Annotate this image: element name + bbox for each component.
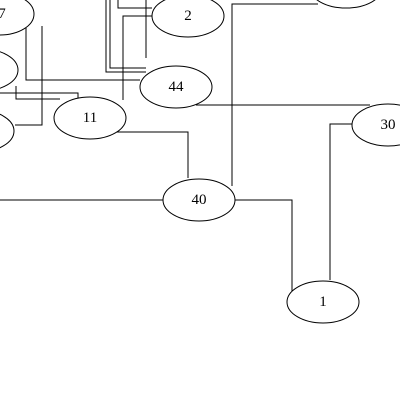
edge-left-to-11-b — [15, 86, 60, 100]
graph-node-1[interactable]: 1 — [286, 280, 360, 324]
graph-node-top[interactable] — [310, 0, 382, 9]
node-ellipse — [316, 0, 376, 9]
graph-node-7[interactable]: 7 — [0, 0, 35, 36]
edges — [0, 0, 370, 294]
nodes: 7 2 44 11 30 40 1 — [0, 0, 400, 324]
graph-node-40[interactable]: 40 — [162, 178, 236, 222]
node-ellipse — [0, 0, 35, 36]
graph-node-11[interactable]: 11 — [53, 96, 127, 140]
node-ellipse — [162, 178, 236, 222]
edge-top-to-44-a — [105, 0, 146, 73]
edge-7-to-left-node — [15, 26, 43, 126]
node-ellipse — [139, 65, 213, 109]
edge-top-to-44-b — [109, 0, 146, 69]
node-label-2: 2 — [184, 8, 192, 24]
graph-node-44[interactable]: 44 — [139, 65, 213, 109]
graph-node-2[interactable]: 2 — [151, 0, 225, 38]
node-label-7: 7 — [0, 6, 6, 22]
node-label-30: 30 — [381, 117, 396, 133]
node-ellipse — [0, 51, 19, 89]
node-label-40: 40 — [192, 192, 207, 208]
graph-node-left-a[interactable] — [0, 49, 19, 91]
graph-node-left-b[interactable] — [0, 110, 15, 152]
node-label-1: 1 — [319, 294, 327, 310]
edge-11-to-40 — [116, 131, 189, 178]
node-ellipse — [351, 103, 400, 147]
node-ellipse — [53, 96, 127, 140]
node-label-11: 11 — [83, 110, 97, 126]
edge-40-to-1 — [234, 199, 293, 294]
node-ellipse — [0, 113, 15, 149]
graph-node-30[interactable]: 30 — [351, 103, 400, 147]
edge-30-to-1 — [329, 123, 354, 280]
edge-top-to-2 — [117, 0, 152, 9]
node-ellipse — [286, 280, 360, 324]
edge-top-right-to-40 — [231, 3, 318, 186]
node-label-44: 44 — [169, 79, 185, 95]
edge-7-to-44 — [25, 28, 140, 81]
node-ellipse — [151, 0, 225, 38]
